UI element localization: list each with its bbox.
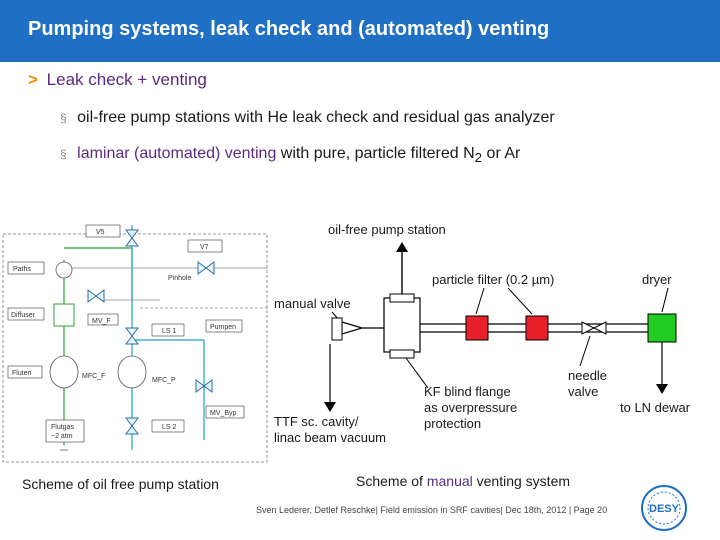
caption-left: Scheme of oil free pump station — [22, 476, 219, 492]
dryer-label: dryer — [642, 272, 672, 287]
diffuser-label: Diffuser — [11, 312, 36, 319]
bullet-2: § laminar (automated) venting with pure,… — [60, 145, 520, 165]
bullet-2-highlight: laminar (automated) venting — [77, 145, 277, 162]
bullet-mark: § — [60, 111, 67, 125]
mv-f-box — [87, 313, 119, 326]
v5-label: V5 — [96, 229, 105, 236]
dryer-box — [647, 313, 677, 343]
mfc-p-icon — [117, 355, 147, 389]
heading-text: Leak check + venting — [46, 70, 207, 89]
particle-filter-1 — [465, 315, 489, 341]
ln-dewar-label: to LN dewar — [620, 400, 691, 415]
slide-title: Pumping systems, leak check and (automat… — [28, 18, 550, 40]
dryer-pointer — [661, 287, 669, 313]
valve-ls2b-icon — [125, 425, 139, 435]
gauge-icon — [55, 261, 73, 279]
ls2-box — [151, 419, 185, 433]
particle-filter-label: particle filter (0.2 µm) — [432, 272, 554, 287]
mfc-f-icon — [49, 355, 79, 389]
particle-filter-2 — [525, 315, 549, 341]
valve-ls2-icon — [125, 417, 139, 427]
heading-arrow: > — [28, 70, 38, 89]
needle-valve-label-1: needle — [568, 368, 607, 383]
caption-right-highlight: manual — [426, 473, 473, 489]
kf-label-3: protection — [424, 416, 481, 431]
pump-station-scheme: V5 V7 Paths Pinhole Diffuser MV_F LS 1 P… — [2, 224, 268, 463]
caption-right-pre: Scheme of — [356, 473, 427, 489]
kf-pointer — [405, 357, 429, 389]
pump-arrow-head-icon — [396, 242, 408, 252]
needle-valve-icon — [581, 321, 596, 335]
venting-scheme: oil-free pump station particle filter (0… — [274, 222, 691, 445]
valve-v7b-icon — [205, 261, 215, 275]
cavity-arrow-icon — [324, 402, 336, 412]
paths-box — [7, 261, 45, 275]
title-bar: Pumping systems, leak check and (automat… — [0, 0, 720, 62]
valve-v5b-icon — [125, 237, 139, 247]
valve-v7-icon — [197, 261, 207, 275]
v7-label: V7 — [200, 244, 209, 251]
cross-flange-bottom — [389, 349, 415, 359]
fluten-box — [7, 365, 43, 379]
mv-byp-label: MV_Byp — [210, 410, 237, 417]
kf-label-2: as overpressure — [424, 400, 517, 415]
ls1-box — [151, 323, 185, 337]
mv-f-label: MV_F — [92, 318, 111, 325]
valve-ls1b-icon — [125, 335, 139, 345]
valve-mvfb-icon — [95, 289, 105, 303]
mv-byp-box — [205, 405, 245, 419]
desy-logo: DESY — [640, 484, 688, 532]
bullet-1: § oil-free pump stations with He leak ch… — [60, 109, 555, 127]
filter-pointer-2 — [507, 287, 533, 315]
ls2-label: LS 2 — [162, 424, 177, 431]
flutgas-box — [45, 419, 85, 443]
needle-pointer — [579, 335, 591, 367]
cross-flange-top — [389, 293, 415, 303]
caption-right: Scheme of manual venting system — [356, 473, 570, 489]
fluten-label: Fluten — [12, 370, 32, 377]
section-heading: > Leak check + venting — [28, 70, 207, 90]
pinhole-label: Pinhole — [168, 275, 191, 282]
desy-logo-text: DESY — [649, 503, 680, 515]
valve-v5-icon — [125, 229, 139, 239]
v7-box — [187, 239, 223, 253]
pumpen-box — [205, 319, 243, 333]
bullet-1-text: oil-free pump stations with He leak chec… — [77, 109, 555, 126]
bullet-2-end: or Ar — [482, 145, 521, 162]
cavity-label-1: TTF sc. cavity/ — [274, 414, 359, 429]
manual-valve-label: manual valve — [274, 296, 351, 311]
needle-valve-b-icon — [592, 321, 607, 335]
mfc-f-label: MFC_F — [82, 373, 105, 380]
caption-right-post: venting system — [472, 473, 571, 489]
valve-group — [87, 229, 215, 435]
desy-logo-icon: DESY — [641, 485, 687, 531]
bullet-2-subscript: 2 — [474, 150, 483, 166]
valve-ls1-icon — [125, 327, 139, 337]
manual-valve-handle — [331, 317, 343, 341]
bullet-2-text: with pure, particle filtered N — [276, 145, 475, 162]
pump-station-label: oil-free pump station — [328, 222, 446, 237]
mfc-p-label: MFC_P — [152, 377, 176, 384]
pumpen-label: Pumpen — [210, 324, 236, 331]
ls1-label: LS 1 — [162, 328, 177, 335]
valve-bypb-icon — [203, 379, 213, 393]
cavity-label-2: linac beam vacuum — [274, 430, 386, 445]
bullet-mark: § — [60, 147, 67, 161]
valve-mvf-icon — [87, 289, 97, 303]
valve-byp-icon — [195, 379, 205, 393]
diffuser-box — [7, 307, 45, 321]
kf-label-1: KF blind flange — [424, 384, 511, 399]
diffuser-filter-icon — [53, 303, 75, 327]
v5-box — [85, 224, 121, 238]
paths-label: Paths — [13, 266, 31, 273]
flutgas-label: Flutgas — [51, 424, 74, 431]
cross-fitting — [383, 297, 421, 353]
flutgas-pressure: ~2 atm — [51, 433, 73, 440]
needle-valve-label-2: valve — [568, 384, 598, 399]
dewar-arrow-icon — [656, 384, 668, 394]
filter-pointer-1 — [475, 287, 485, 315]
manual-valve-icon — [341, 321, 365, 335]
footer-text: Sven Lederer, Detlef Reschke| Field emis… — [256, 505, 608, 515]
